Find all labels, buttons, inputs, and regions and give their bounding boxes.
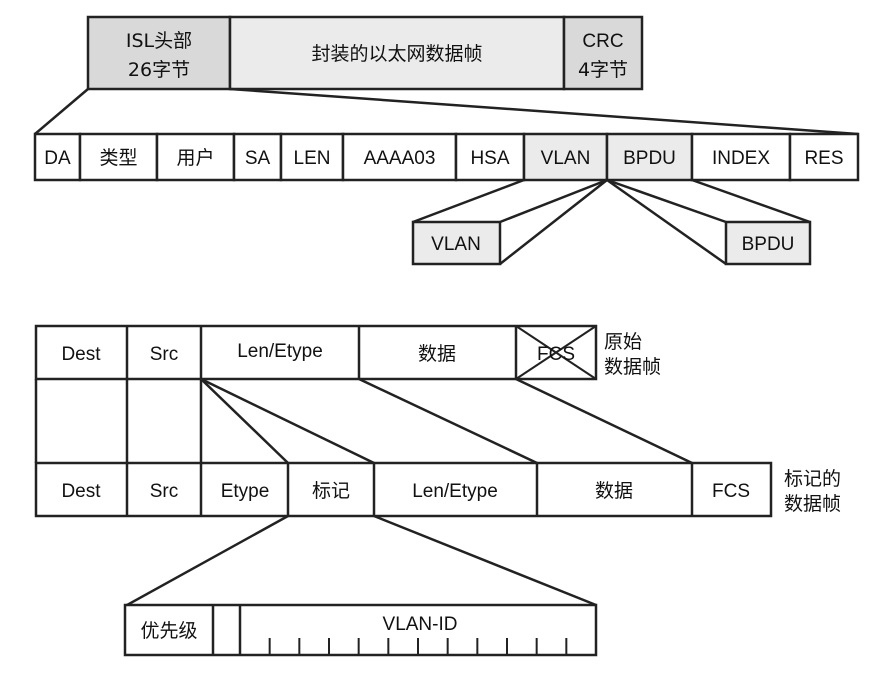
vlan-expand-line-1 [412,178,525,224]
bpdu-expand-line-1 [606,178,727,266]
tag-vlan-id-label: VLAN-ID [383,614,458,635]
isl-crc-box [562,15,644,91]
vlan-expanded-box [411,220,502,266]
connector [515,377,693,465]
isl-field-label: LEN [294,148,331,169]
tagged-field-fcs: FCS [712,481,750,502]
tagged-field-data: 数据 [595,480,633,502]
tagged-frame-outline [34,461,773,518]
vlan-expanded-label: VLAN [431,234,481,255]
bpdu-expand-line-3 [691,178,811,224]
vlan-id-bit-ticks [268,638,568,655]
tagged-field-etype: Etype [221,481,270,502]
original-field-fcs: FCS [537,344,575,365]
isl-field-box [78,132,159,182]
isl-field-label: RES [804,148,843,169]
isl-field-label: DA [44,148,71,169]
isl-field-box [454,132,526,182]
tag-expand-line-left [126,514,289,607]
connector [200,378,289,464]
original-field-data: 数据 [418,343,456,365]
isl-field-label: VLAN [541,148,591,169]
isl-header-fields: DA 类型 用户 SA LEN AAAA03 HSA VLAN BPDU INDEX RES [33,132,860,182]
original-field-dest: Dest [61,344,101,365]
connector [200,377,375,465]
original-frame-label-1: 原始 [604,331,642,353]
vlan-expand-line-2 [499,178,608,224]
isl-field-label: INDEX [712,148,770,169]
tagged-field-len-etype: Len/Etype [412,481,498,502]
original-field-src: Src [150,344,179,365]
tag-priority-label: 优先级 [140,620,197,642]
original-field-len-etype: Len/Etype [237,341,323,362]
original-frame-outline [34,324,598,381]
isl-field-box [605,132,694,182]
tag-detail-outline [123,603,598,657]
isl-field-box [788,132,860,182]
tag-expand-line-right [373,514,597,607]
isl-payload-label: 封装的以太网数据帧 [311,43,482,65]
isl-field-box [690,132,792,182]
bpdu-expand-line-2 [606,178,727,224]
bpdu-expanded-box [724,220,812,266]
isl-header-box [86,15,232,91]
tagged-field-dest: Dest [61,481,101,502]
isl-header-label-1: ISL头部 [126,30,192,52]
bpdu-expanded-label: BPDU [742,234,795,255]
original-frame-label-2: 数据帧 [604,356,661,378]
isl-expand-line-right [229,87,859,136]
isl-field-label: BPDU [623,148,676,169]
tagged-field-tag: 标记 [312,480,350,502]
tagged-frame: Dest Src Etype 标记 Len/Etype 数据 FCS 标记的 数… [34,461,841,518]
isl-field-label: AAAA03 [364,148,436,169]
frame-mapping-lines [34,377,693,465]
fcs-cross-line-2 [515,325,597,380]
isl-field-label: HSA [470,148,509,169]
isl-field-box [155,132,236,182]
vlan-expand-line-3 [499,179,608,265]
tag-detail: 优先级 VLAN-ID [123,603,598,657]
isl-expand-line-left [34,88,89,135]
isl-field-label: SA [245,148,271,169]
isl-crc-label-1: CRC [582,31,623,52]
tagged-field-src: Src [150,481,179,502]
isl-crc-label-2: 4字节 [578,59,628,81]
tagged-frame-label-2: 数据帧 [784,493,841,515]
isl-header-label-2: 26字节 [128,59,190,81]
connector [358,377,538,465]
isl-field-box [232,132,283,182]
isl-vlan-bpdu-expansion: VLAN BPDU [411,178,812,266]
isl-field-label: 类型 [99,147,137,169]
original-frame: Dest Src Len/Etype 数据 FCS 原始 数据帧 [34,324,661,381]
isl-field-label: 用户 [176,147,214,169]
isl-field-box [341,132,458,182]
tagged-frame-label-1: 标记的 [784,468,841,490]
isl-frame: ISL头部 26字节 封装的以太网数据帧 CRC 4字节 [86,15,644,91]
isl-payload-box [228,15,566,91]
isl-field-box [279,132,345,182]
